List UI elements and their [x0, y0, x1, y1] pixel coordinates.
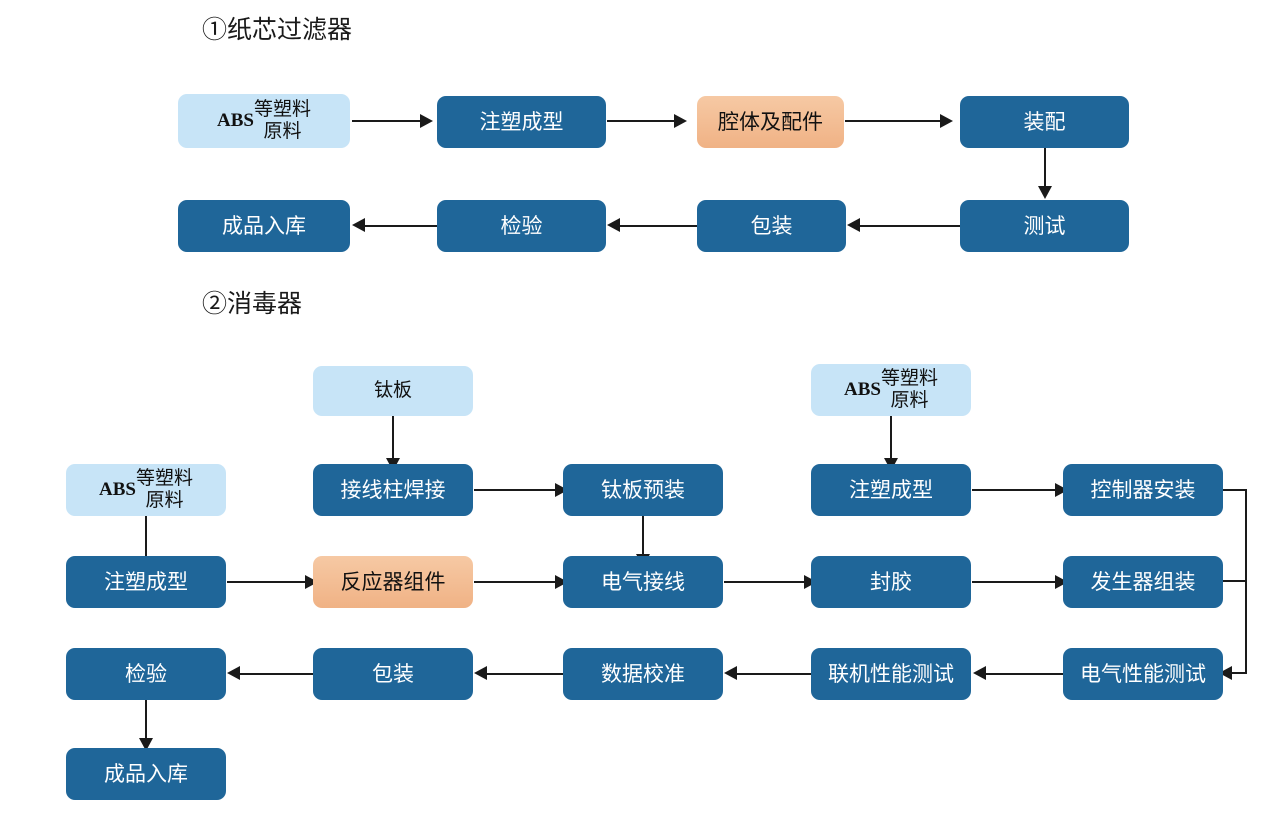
edge-s2-n5-to-n10: [642, 516, 644, 556]
node-test-1: 测试: [960, 200, 1129, 252]
arrowhead-left-icon: [227, 666, 240, 680]
edge-bus-to-electrical-test: [1232, 672, 1247, 674]
node-assembly-1: 装配: [960, 96, 1129, 148]
arrowhead-left-icon: [607, 218, 620, 232]
arrowhead-down-icon: [139, 738, 153, 751]
section-title-2: ②消毒器: [202, 291, 303, 318]
edge-s1-n4-to-n5: [1044, 148, 1046, 188]
node-titanium-plate: 钛板: [313, 366, 473, 416]
edge-s1-n2-to-n3: [607, 120, 674, 122]
node-finished-goods-warehouse-2: 成品入库: [66, 748, 226, 800]
edge-s1-n1-to-n2: [352, 120, 420, 122]
edge-generator-to-bus: [1223, 580, 1247, 582]
node-electrical-wiring: 电气接线: [563, 556, 723, 608]
edge-s2-n10-to-n11: [724, 581, 804, 583]
node-injection-molding-3: 注塑成型: [66, 556, 226, 608]
edge-s2-n11-to-n12: [972, 581, 1055, 583]
edge-s2-n6-to-n7: [972, 489, 1055, 491]
edge-s2-n9-to-n10: [474, 581, 555, 583]
node-controller-installation: 控制器安装: [1063, 464, 1223, 516]
edge-s2-n4-to-n5: [474, 489, 555, 491]
node-finished-goods-warehouse-1: 成品入库: [178, 200, 350, 252]
node-generator-assembly: 发生器组装: [1063, 556, 1223, 608]
edge-s2-n16-to-n15: [737, 673, 811, 675]
edge-s1-n5-to-n6: [860, 225, 960, 227]
edge-s2-n13-to-n18: [145, 700, 147, 740]
node-titanium-plate-preassembly: 钛板预装: [563, 464, 723, 516]
node-data-calibration: 数据校准: [563, 648, 723, 700]
edge-controller-to-bus: [1223, 489, 1247, 491]
node-packaging-1: 包装: [697, 200, 846, 252]
node-injection-molding-2: 注塑成型: [811, 464, 971, 516]
arrowhead-left-icon: [724, 666, 737, 680]
node-packaging-2: 包装: [313, 648, 473, 700]
node-terminal-welding: 接线柱焊接: [313, 464, 473, 516]
arrowhead-down-icon: [1038, 186, 1052, 199]
node-reactor-assembly-part: 反应器组件: [313, 556, 473, 608]
edge-s2-n15-to-n14: [487, 673, 563, 675]
edge-s2-n14-to-n13: [240, 673, 313, 675]
arrowhead-left-icon: [847, 218, 860, 232]
arrowhead-right-icon: [940, 114, 953, 128]
node-injection-molding-1: 注塑成型: [437, 96, 606, 148]
node-cavity-and-parts: 腔体及配件: [697, 96, 844, 148]
edge-s2-n2-to-n6: [145, 516, 147, 558]
section-title-1: ①纸芯过滤器: [202, 17, 353, 44]
node-sealing-glue: 封胶: [811, 556, 971, 608]
edge-s2-n1-to-n4: [392, 416, 394, 460]
node-electrical-performance-test: 电气性能测试: [1063, 648, 1223, 700]
node-inspection-2: 检验: [66, 648, 226, 700]
edge-s2-n17-to-n16: [986, 673, 1063, 675]
edge-s1-n6-to-n7: [620, 225, 697, 227]
arrowhead-left-icon: [474, 666, 487, 680]
edge-s1-n7-to-n8: [365, 225, 437, 227]
arrowhead-left-icon: [352, 218, 365, 232]
node-inspection-1: 检验: [437, 200, 606, 252]
node-online-performance-test: 联机性能测试: [811, 648, 971, 700]
edge-s1-n3-to-n4: [845, 120, 940, 122]
edge-s2-n8-to-n9: [227, 581, 305, 583]
edge-s2-n3-to-n8: [890, 416, 892, 460]
arrowhead-right-icon: [420, 114, 433, 128]
arrowhead-right-icon: [674, 114, 687, 128]
arrowhead-left-icon: [973, 666, 986, 680]
